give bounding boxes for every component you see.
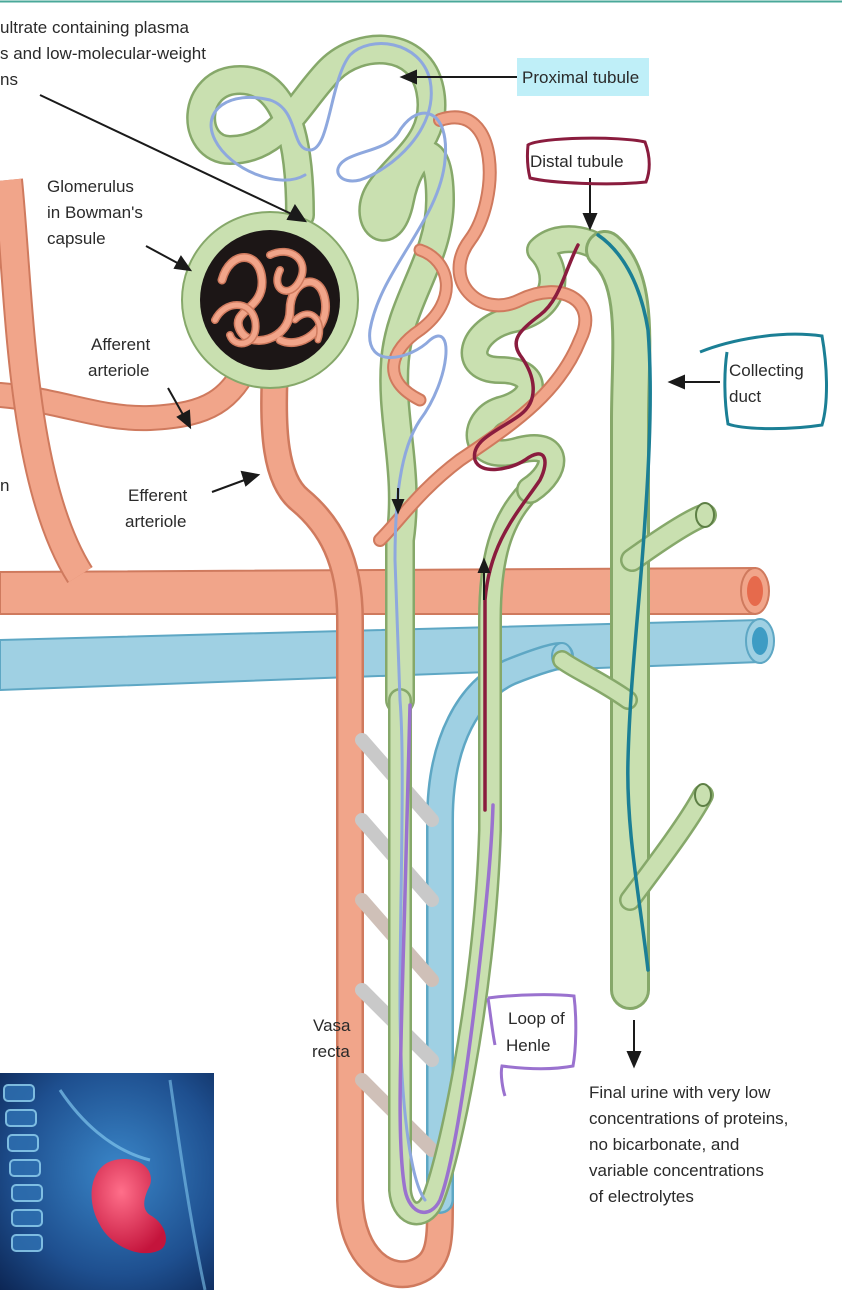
- filtrate-label-line1: ultrate containing plasma: [0, 18, 190, 37]
- collecting-duct-box: [699, 332, 828, 431]
- annotation-blue-trace: [209, 42, 448, 1202]
- annotation-teal-trace: [596, 233, 652, 972]
- efferent-and-vasa-recta: [260, 356, 574, 1289]
- glomerulus-label-line1: Glomerulus: [47, 177, 134, 196]
- afferent-label-line2: arteriole: [88, 361, 149, 380]
- final-urine-label-line2: concentrations of proteins,: [589, 1109, 788, 1128]
- final-urine-label-line3: no bicarbonate, and: [589, 1135, 739, 1154]
- left-edge-fragment: n: [0, 476, 9, 495]
- final-urine-label-line1: Final urine with very low: [589, 1083, 771, 1102]
- glomerulus-label-line3: capsule: [47, 229, 106, 248]
- collecting-duct-label-line2: duct: [729, 387, 761, 406]
- final-urine-label-line5: of electrolytes: [589, 1187, 694, 1206]
- proximal-tubule: [186, 34, 455, 715]
- renal-artery-branch: [0, 566, 770, 615]
- filtrate-label-line3: ns: [0, 70, 18, 89]
- loop-of-henle-label-line1: Loop of: [508, 1009, 565, 1028]
- annotation-maroon-trace: [472, 243, 580, 812]
- vasa-recta-label-line2: recta: [312, 1042, 350, 1061]
- renal-vein-branch: [0, 618, 775, 692]
- filtrate-label-line2: s and low-molecular-weight: [0, 44, 206, 63]
- distal-tubule: [460, 225, 624, 504]
- distal-tubule-box: [525, 136, 651, 186]
- collecting-duct-label-line1: Collecting: [729, 361, 804, 380]
- collecting-duct: [552, 230, 717, 1010]
- kidney-inset-image: [0, 1073, 214, 1290]
- glomerulus-capillaries: [211, 247, 330, 348]
- distal-tubule-label: Distal tubule: [530, 152, 624, 171]
- label-arrows: [39, 69, 720, 1069]
- proximal-tubule-highlight: [517, 58, 649, 96]
- kidney-xray-icon: [3, 1079, 207, 1290]
- vasa-recta-label-line1: Vasa: [313, 1016, 351, 1035]
- annotation-purple-trace: [398, 703, 495, 1215]
- loop-of-henle-box: [486, 993, 578, 1097]
- efferent-label-line2: arteriole: [125, 512, 186, 531]
- loop-of-henle-label-line2: Henle: [506, 1036, 550, 1055]
- peritubular-capillaries: [373, 110, 593, 547]
- efferent-label-line1: Efferent: [128, 486, 188, 505]
- bowmans-capsule: [181, 211, 359, 389]
- proximal-tubule-label: Proximal tubule: [522, 68, 639, 87]
- afferent-label-line1: Afferent: [91, 335, 151, 354]
- glomerulus-label-line2: in Bowman's: [47, 203, 143, 222]
- final-urine-label-line4: variable concentrations: [589, 1161, 764, 1180]
- diagram-labels: ultrate containing plasma s and low-mole…: [0, 18, 804, 1206]
